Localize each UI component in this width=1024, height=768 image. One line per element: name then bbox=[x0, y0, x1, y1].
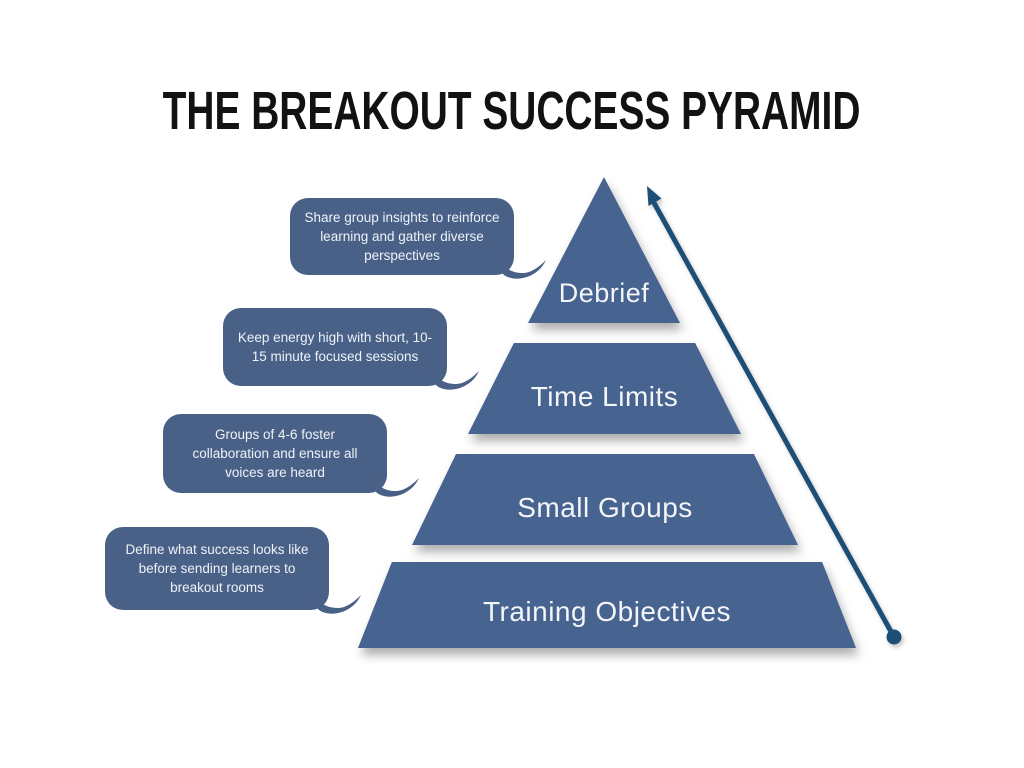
pyramid-level-label: Training Objectives bbox=[482, 596, 732, 627]
callout-text: Groups of 4-6 foster collaboration and e… bbox=[192, 426, 358, 481]
callout-tail-icon bbox=[431, 366, 479, 390]
callout-text: Define what success looks like before se… bbox=[125, 541, 309, 596]
callout-text: Keep energy high with short, 10-15 minut… bbox=[237, 329, 433, 364]
pyramid-shape-debrief: Debrief bbox=[528, 177, 680, 323]
arrow-origin-dot-icon bbox=[886, 629, 902, 645]
callout-debrief: Share group insights to reinforce learni… bbox=[290, 198, 546, 279]
pyramid-level-label: Time Limits bbox=[530, 380, 679, 412]
pyramid-shape-time-limits: Time Limits bbox=[468, 343, 741, 434]
arrowhead-icon bbox=[647, 186, 662, 206]
pyramid-shape-small-groups: Small Groups bbox=[412, 454, 798, 545]
callout-tail-icon bbox=[371, 473, 419, 497]
pyramid-level-small-groups: Small Groups bbox=[412, 454, 798, 545]
pyramid-level-debrief: Debrief bbox=[528, 177, 680, 323]
callout-time-limits: Keep energy high with short, 10-15 minut… bbox=[223, 308, 479, 390]
callout-training-objectives: Define what success looks like before se… bbox=[105, 527, 361, 614]
page-title: THE BREAKOUT SUCCESS PYRAMID bbox=[163, 81, 861, 141]
page-title-wrap: THE BREAKOUT SUCCESS PYRAMID bbox=[0, 80, 1024, 142]
callout-small-groups: Groups of 4-6 foster collaboration and e… bbox=[163, 414, 419, 497]
pyramid-level-label: Small Groups bbox=[517, 491, 693, 523]
pyramid-level-label: Debrief bbox=[558, 278, 650, 308]
pyramid-shape-training-objectives: Training Objectives bbox=[358, 562, 856, 648]
callout-text: Share group insights to reinforce learni… bbox=[304, 209, 500, 264]
arrow-line bbox=[650, 198, 897, 640]
callout-tail-icon bbox=[498, 255, 546, 279]
callout-tail-icon bbox=[313, 590, 361, 614]
pyramid-level-training-objectives: Training Objectives bbox=[358, 562, 856, 648]
pyramid-level-time-limits: Time Limits bbox=[468, 343, 741, 434]
